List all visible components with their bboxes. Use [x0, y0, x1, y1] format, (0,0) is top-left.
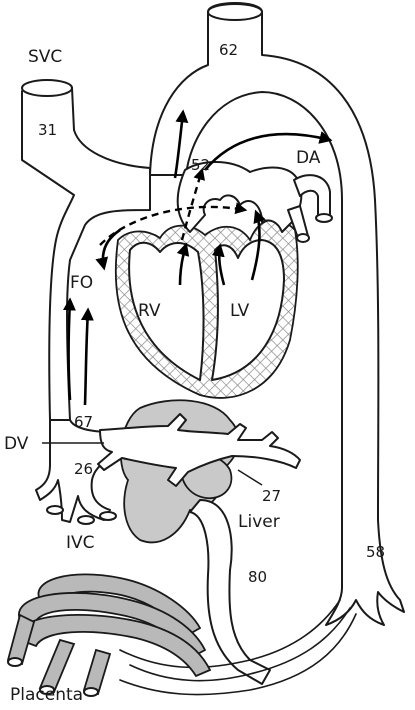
label-da: DA — [296, 148, 321, 168]
ivc-opening-1 — [47, 506, 63, 514]
flow-arrow-ivc-up-1 — [69, 300, 71, 400]
value-svc: 31 — [38, 121, 57, 139]
label-rv: RV — [138, 301, 161, 321]
portal-leader-line — [238, 470, 262, 485]
label-liver: Liver — [238, 512, 280, 532]
value-ivc-upper: 67 — [74, 413, 93, 431]
ivc-opening-3 — [100, 512, 116, 520]
placenta-opening-1 — [8, 658, 22, 666]
value-ivc-lower: 26 — [74, 460, 93, 478]
value-umbilical-vein: 80 — [248, 568, 267, 586]
value-pulmonary: 52 — [191, 156, 210, 174]
value-descending-aorta: 58 — [366, 543, 385, 561]
svc-opening — [22, 80, 72, 96]
ductus-opening — [316, 214, 332, 222]
ivc-opening-2 — [78, 516, 94, 524]
flow-arrow-ivc-up-2 — [85, 310, 88, 405]
value-portal: 27 — [262, 487, 281, 505]
pulmonary-branch-opening — [297, 234, 309, 242]
placenta-opening-3 — [84, 688, 98, 696]
label-ivc: IVC — [66, 533, 95, 553]
label-placenta: Placenta — [10, 685, 83, 705]
value-aorta: 62 — [219, 41, 238, 59]
aorta-opening — [208, 4, 262, 20]
label-fo: FO — [70, 273, 93, 293]
label-lv: LV — [230, 301, 250, 321]
label-svc: SVC — [28, 47, 62, 67]
label-dv: DV — [4, 434, 29, 454]
